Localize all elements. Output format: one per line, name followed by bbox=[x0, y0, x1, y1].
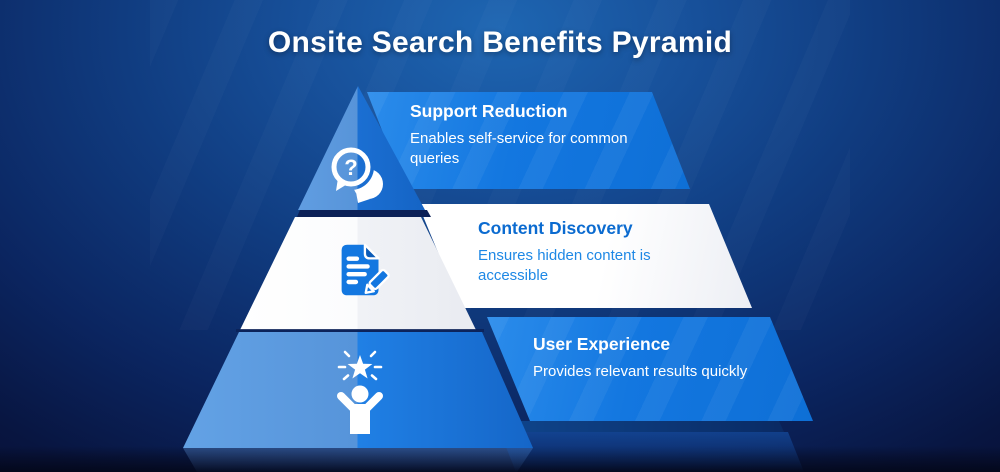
question-chat-bubbles-icon: ? bbox=[331, 147, 383, 203]
banner-sheen bbox=[487, 317, 813, 421]
document-edit-icon bbox=[341, 243, 390, 296]
banner-3d-underside bbox=[496, 421, 784, 432]
tier-description-support-reduction: Enables self-service for common queries bbox=[410, 130, 628, 167]
pyramid-tier-gap-shadow bbox=[236, 329, 484, 332]
celebrating-person-star-icon bbox=[337, 350, 383, 434]
banner-content-discovery: Content Discovery Ensures hidden content… bbox=[418, 204, 752, 308]
pyramid-tier-gap-shadow bbox=[297, 210, 431, 217]
banner-reflection bbox=[500, 432, 804, 472]
banner-user-experience: User Experience Provides relevant result… bbox=[487, 317, 813, 421]
tier-heading-support-reduction: Support Reduction bbox=[410, 101, 568, 121]
pyramid-reflection bbox=[183, 448, 533, 472]
tier-description-user-experience: Provides relevant results quickly bbox=[533, 363, 748, 380]
banner-support-reduction: Support Reduction Enables self-service f… bbox=[367, 92, 690, 189]
tier-heading-content-discovery: Content Discovery bbox=[478, 218, 633, 238]
svg-text:?: ? bbox=[344, 155, 357, 180]
tier-heading-user-experience: User Experience bbox=[533, 334, 671, 354]
page-title: Onsite Search Benefits Pyramid bbox=[267, 26, 733, 59]
banner-text-block: Support Reduction Enables self-service f… bbox=[410, 101, 662, 169]
banner-text-block: Content Discovery Ensures hidden content… bbox=[478, 218, 700, 286]
banner-sheen bbox=[367, 92, 690, 189]
floor-shadow bbox=[0, 446, 1000, 472]
tier-description-content-discovery: Ensures hidden content is accessible bbox=[478, 247, 651, 284]
banner-text-block: User Experience Provides relevant result… bbox=[533, 334, 751, 382]
